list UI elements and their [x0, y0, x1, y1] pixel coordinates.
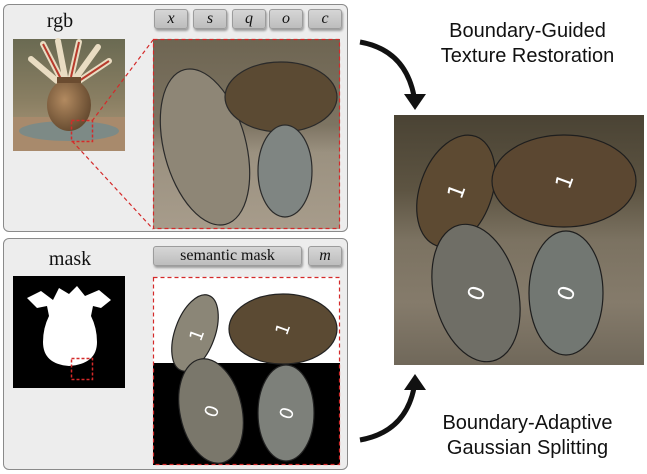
result-gaussian-2 — [491, 134, 637, 228]
tag-q: q — [232, 9, 266, 29]
rgb-photo — [13, 38, 125, 151]
mask-image — [13, 276, 125, 388]
mask-gaussian-2 — [228, 293, 338, 365]
top-caption: Boundary-Guided Texture Restoration — [415, 19, 640, 69]
tag-x: x — [154, 9, 188, 29]
bottom-caption: Boundary-Adaptive Gaussian Splitting — [415, 411, 640, 461]
top-caption-line1: Boundary-Guided — [449, 20, 606, 42]
rgb-gaussian-3 — [257, 124, 313, 218]
mask-panel-title: mask — [48, 248, 92, 270]
tag-semantic-mask: semantic mask — [153, 246, 302, 266]
tag-s: s — [193, 9, 227, 29]
rgb-panel-title: rgb — [46, 10, 74, 32]
mask-gaussian-4 — [257, 364, 315, 462]
result-gaussian-3 — [431, 223, 521, 363]
top-caption-line2: Texture Restoration — [440, 45, 615, 67]
result-gaussian-1 — [416, 134, 496, 248]
mask-zoom-box — [70, 357, 94, 381]
mask-zoomed-view: 1 1 0 0 — [152, 276, 341, 466]
mask-gaussian-1 — [171, 294, 219, 372]
tag-o: o — [269, 9, 303, 29]
tag-m: m — [308, 246, 342, 266]
result-view: 1 1 0 0 — [394, 115, 644, 365]
rgb-zoomed-view — [152, 38, 341, 230]
result-gaussian-4 — [528, 230, 604, 356]
mask-gaussian-3 — [178, 358, 244, 464]
bottom-caption-line2: Gaussian Splitting — [446, 437, 609, 459]
rgb-zoom-box — [70, 119, 94, 143]
tag-c: c — [308, 9, 342, 29]
bottom-caption-line1: Boundary-Adaptive — [442, 412, 613, 434]
